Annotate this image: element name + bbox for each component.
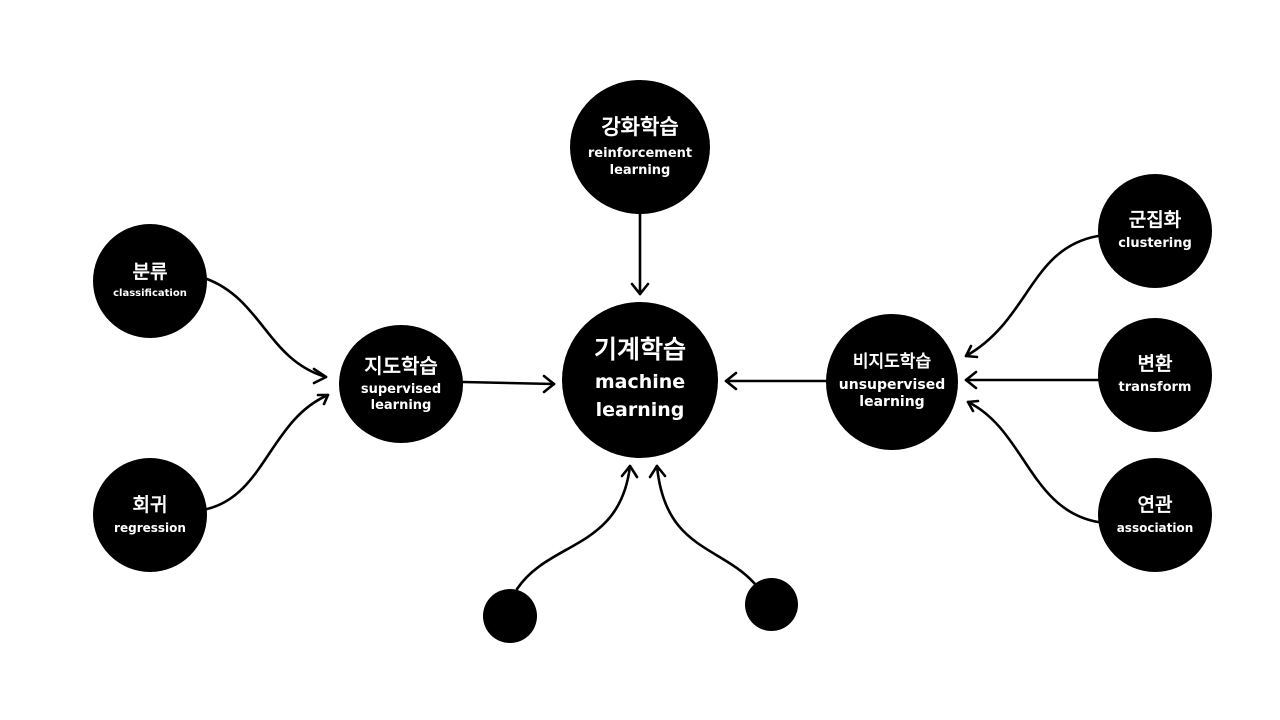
node-label-ko: 지도학습 — [364, 353, 438, 378]
node-label-ko: 기계학습 — [593, 335, 686, 365]
edge-blank-left-to-ml — [515, 464, 639, 591]
node-classification: 분류 classification — [93, 224, 207, 338]
node-label-ko: 군집화 — [1128, 209, 1182, 232]
node-label-ko: 연관 — [1137, 494, 1173, 517]
edge-clustering-to-unsupervised — [964, 234, 1100, 359]
node-label-en: association — [1116, 520, 1194, 535]
node-association: 연관 association — [1098, 458, 1212, 572]
node-label-en: regression — [114, 520, 186, 535]
node-label-ko: 분류 — [132, 261, 168, 284]
node-regression: 회귀 regression — [93, 458, 207, 572]
node-unsupervised-learning: 비지도학습 unsupervised learning — [826, 314, 958, 450]
node-blank-left — [483, 589, 537, 643]
node-label-en: classification — [113, 288, 187, 300]
node-label-en: clustering — [1118, 236, 1192, 252]
edge-unsupervised-to-ml — [724, 371, 828, 391]
node-label-ko: 회귀 — [132, 494, 168, 517]
node-label-en: unsupervised learning — [838, 376, 946, 411]
edge-regression-to-supervised — [205, 393, 330, 511]
node-label-en: reinforcement learning — [587, 146, 693, 178]
edge-supervised-to-ml — [461, 374, 556, 394]
edge-reinforcement-to-ml — [630, 212, 650, 296]
node-clustering: 군집화 clustering — [1098, 174, 1212, 288]
node-label-ko: 강화학습 — [601, 115, 679, 140]
node-label-en: machine learning — [594, 371, 686, 421]
node-label-ko: 변환 — [1137, 353, 1173, 376]
node-supervised-learning: 지도학습 supervised learning — [339, 325, 463, 443]
edge-blank-right-to-ml — [648, 464, 757, 586]
node-reinforcement-learning: 강화학습 reinforcement learning — [570, 80, 710, 214]
edge-classification-to-supervised — [205, 277, 328, 385]
node-machine-learning: 기계학습 machine learning — [562, 302, 718, 458]
node-label-en: transform — [1118, 380, 1192, 396]
node-blank-right — [745, 578, 798, 631]
node-label-en: supervised learning — [360, 381, 442, 413]
edge-association-to-unsupervised — [966, 399, 1100, 524]
edge-transform-to-unsupervised — [964, 370, 1100, 390]
node-transform: 변환 transform — [1098, 318, 1212, 432]
node-label-ko: 비지도학습 — [852, 352, 932, 373]
